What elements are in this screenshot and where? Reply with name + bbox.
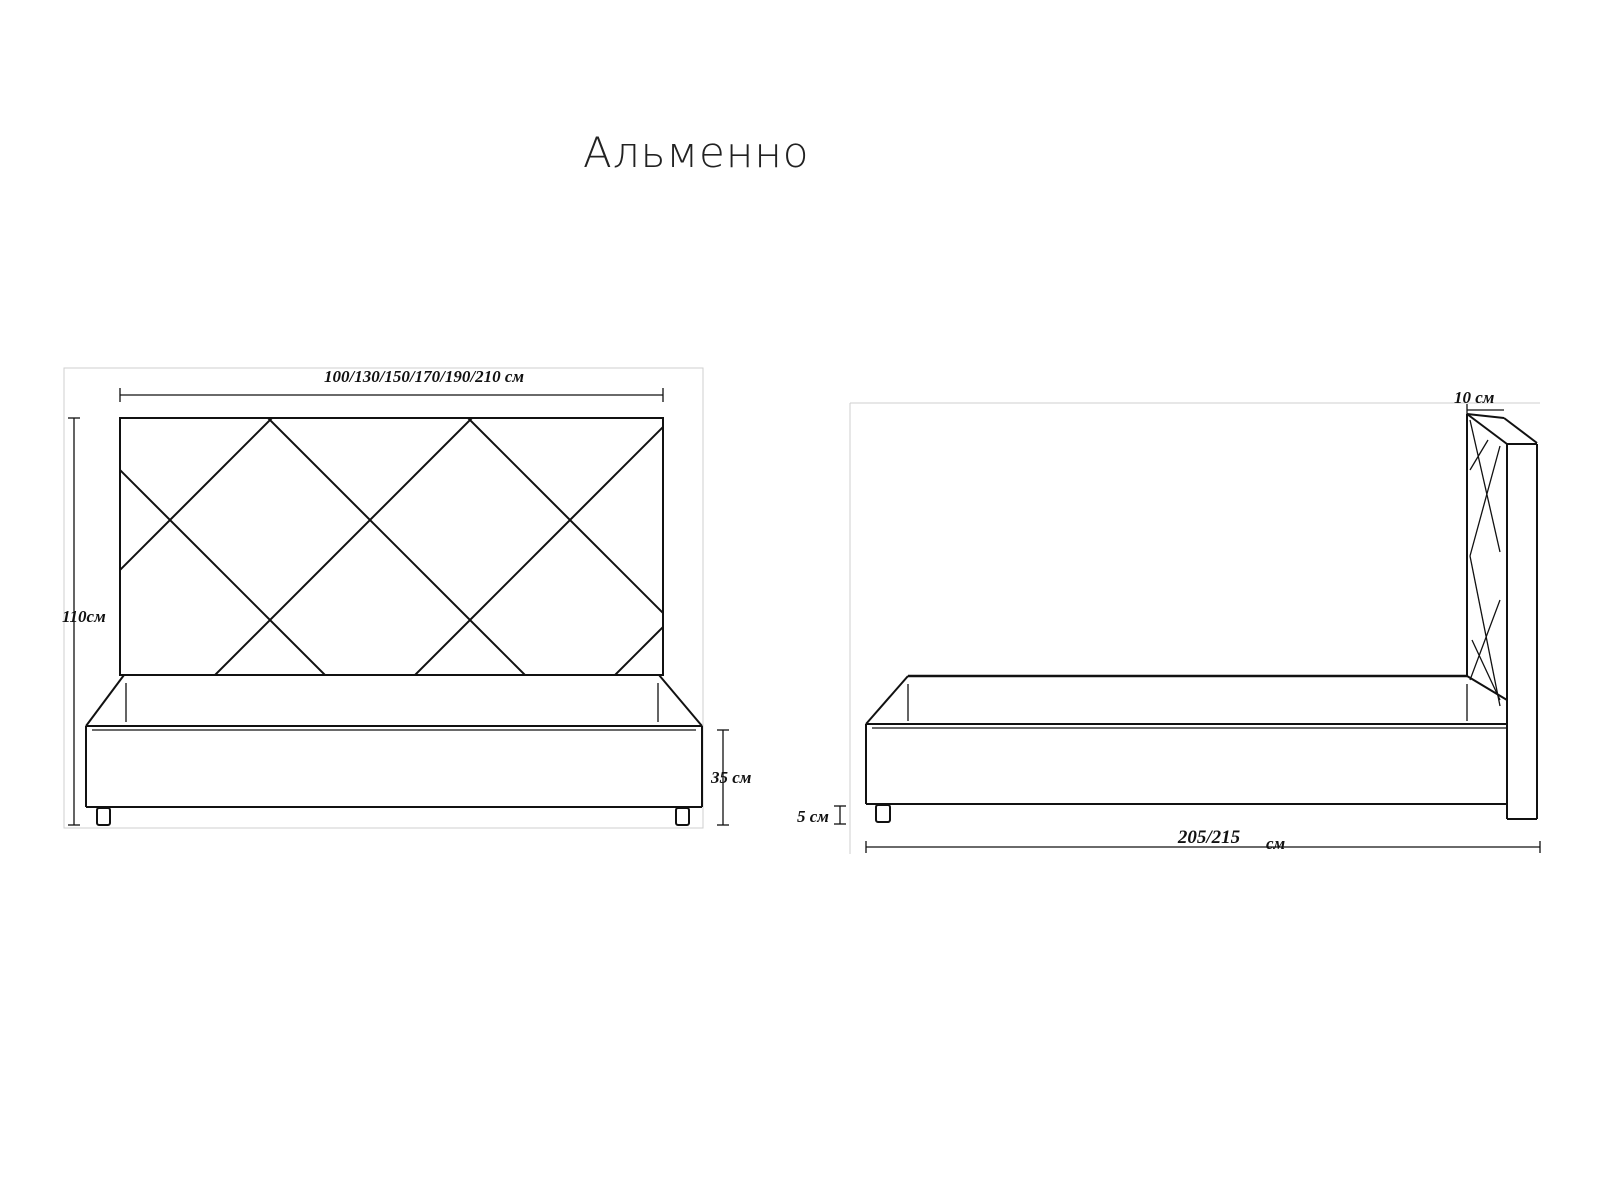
- side-leg: [875, 804, 891, 823]
- headboard-diamond-pattern: [120, 418, 663, 675]
- side-base: [865, 674, 1507, 805]
- headboard-thickness-label: 10 см: [1454, 388, 1495, 407]
- front-headboard: [119, 417, 664, 676]
- front-view-guide-frame: [63, 367, 704, 829]
- front-base: [85, 674, 703, 808]
- base-height-label: 35 см: [710, 768, 752, 787]
- length-label: 205/215: [1177, 827, 1241, 848]
- height-label: 110см: [62, 607, 106, 626]
- width-label: 100/130/150/170/190/210 см: [324, 367, 524, 386]
- leg-height-label: 5 см: [797, 807, 829, 826]
- base-height-dimension: [717, 729, 729, 826]
- height-dimension: [68, 417, 80, 826]
- side-view: 10 см 5 см 205/215 см: [797, 388, 1541, 854]
- front-left-leg: [96, 807, 111, 826]
- front-view: 100/130/150/170/190/210 см 110см 35 см: [62, 367, 752, 829]
- side-headboard: [1466, 413, 1538, 820]
- front-right-leg: [675, 807, 690, 826]
- length-unit-label: см: [1266, 834, 1286, 853]
- drawing-title: Альменно: [583, 128, 810, 177]
- length-dimension: [865, 841, 1541, 853]
- leg-height-dimension: [834, 805, 846, 825]
- side-headboard-pattern: [1469, 419, 1501, 707]
- width-dimension: [119, 388, 664, 402]
- headboard-thickness-dimension: [1466, 404, 1504, 416]
